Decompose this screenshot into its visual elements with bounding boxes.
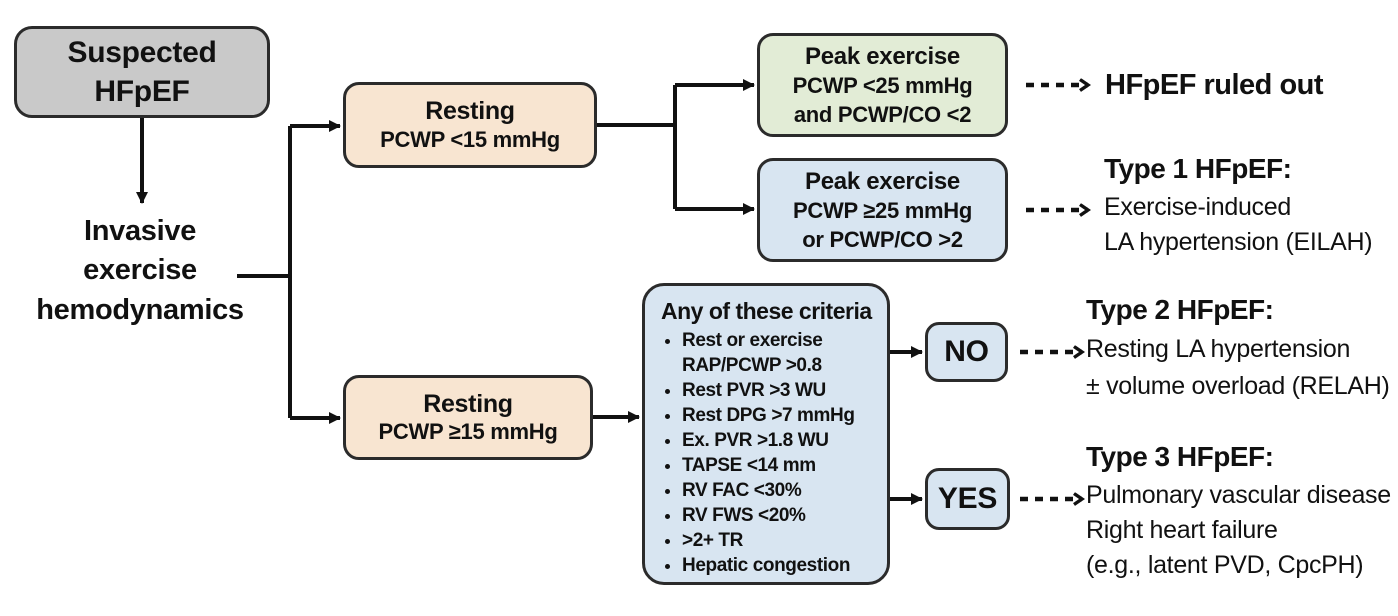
peak-low-line1: PCWP <25 mmHg [792,73,973,98]
no-label: NO [944,334,989,368]
solid-arrows [136,79,923,505]
resting-high-title: Resting [423,389,513,418]
ruled-out-title: HFpEF ruled out [1105,69,1324,101]
type3-line3: (e.g., latent PVD, CpcPH) [1086,551,1364,579]
criteria-bullet: Rest PVR >3 WU [682,378,877,403]
resting-pcwp-high-node: Resting PCWP ≥15 mmHg [343,375,593,460]
resting-low-title: Resting [425,97,515,126]
method-line3: hemodynamics [36,293,244,326]
resting-low-value: PCWP <15 mmHg [380,126,560,152]
criteria-bullet: Ex. PVR >1.8 WU [682,428,877,453]
outcome-ruled-out: HFpEF ruled out [1105,69,1324,102]
peak-high-title: Peak exercise [805,167,960,195]
yes-label: YES [937,481,998,515]
type3-line1: Pulmonary vascular disease [1086,481,1391,509]
resting-high-value: PCWP ≥15 mmHg [378,419,558,445]
type3-line2: Right heart failure [1086,516,1278,544]
decision-no-node: NO [925,322,1008,382]
type1-line1: Exercise-induced [1104,193,1291,221]
invasive-exercise-hemodynamics-label: Invasive exercise hemodynamics [22,212,258,330]
criteria-bullet: Hepatic congestion [682,553,877,578]
type3-title: Type 3 HFpEF: [1086,441,1274,472]
criteria-bullet: RV FWS <20% [682,503,877,528]
criteria-node: Any of these criteria Rest or exercise R… [642,283,890,585]
criteria-title: Any of these criteria [661,298,872,324]
criteria-bullet-list: Rest or exercise RAP/PCWP >0.8 Rest PVR … [661,328,877,578]
outcome-type3: Type 3 HFpEF: Pulmonary vascular disease… [1086,441,1391,583]
peak-low-line2: and PCWP/CO <2 [793,101,972,127]
peak-exercise-high-node: Peak exercise PCWP ≥25 mmHg or PCWP/CO >… [757,158,1008,262]
resting-pcwp-low-node: Resting PCWP <15 mmHg [343,82,597,168]
criteria-bullet: TAPSE <14 mm [682,453,877,478]
peak-low-title: Peak exercise [805,42,960,70]
type1-line2: LA hypertension (EILAH) [1104,228,1373,256]
type1-title: Type 1 HFpEF: [1104,153,1292,184]
type2-title: Type 2 HFpEF: [1086,294,1274,325]
peak-high-line2: or PCWP/CO >2 [802,226,963,252]
dashed-arrows [1020,85,1088,499]
outcome-type1: Type 1 HFpEF: Exercise-induced LA hypert… [1104,153,1373,260]
outcome-type2: Type 2 HFpEF: Resting LA hypertension ± … [1086,294,1390,405]
suspected-hfpef-node: Suspected HFpEF [14,26,270,118]
method-line2: exercise [83,254,197,287]
peak-high-line1: PCWP ≥25 mmHg [793,198,972,223]
peak-exercise-low-node: Peak exercise PCWP <25 mmHg and PCWP/CO … [757,33,1008,137]
suspected-line1: Suspected [67,36,217,69]
type2-line2: ± volume overload (RELAH) [1086,372,1390,400]
criteria-bullet: Rest or exercise RAP/PCWP >0.8 [682,328,877,378]
method-line1: Invasive [83,215,197,247]
criteria-bullet: RV FAC <30% [682,478,877,503]
suspected-line2: HFpEF [94,75,190,108]
criteria-bullet: >2+ TR [682,528,877,553]
criteria-bullet: Rest DPG >7 mmHg [682,403,877,428]
decision-yes-node: YES [925,468,1010,530]
type2-line1: Resting LA hypertension [1086,335,1351,363]
